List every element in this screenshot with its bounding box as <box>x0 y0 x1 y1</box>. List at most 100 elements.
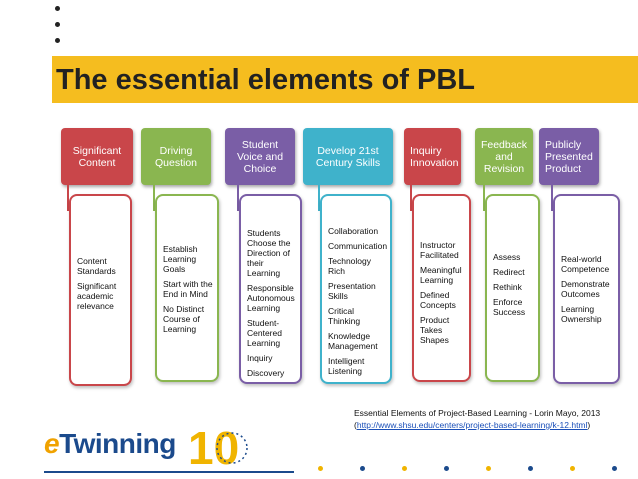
detail-item-line: Enforce <box>493 297 523 307</box>
detail-item-line: Direction of <box>247 248 290 258</box>
header-line: Driving <box>159 144 193 157</box>
decor-dot <box>402 466 407 471</box>
detail-item-line: academic <box>77 291 114 301</box>
etwinning-10-emblem: 10 <box>188 422 248 472</box>
decor-dot <box>318 466 323 471</box>
header-line: Choice <box>243 162 277 175</box>
logo-underline <box>44 471 294 473</box>
bullet-dot <box>55 22 60 27</box>
bullet-dot <box>55 38 60 43</box>
header-line: Develop 21st <box>317 144 379 157</box>
detail-item-line: Learning <box>420 275 454 285</box>
decor-dot <box>444 466 449 471</box>
detail-item-line: Discovery <box>247 368 285 378</box>
citation-link-line: (http://www.shsu.edu/centers/project-bas… <box>354 420 591 430</box>
detail-item-line: Learning <box>247 303 281 313</box>
detail-item: Communication <box>328 241 388 251</box>
header-line: Presented <box>545 150 593 163</box>
decor-dot <box>486 466 491 471</box>
decor-dot <box>360 466 365 471</box>
detail-item-line: Inquiry <box>247 353 273 363</box>
detail-item-line: Centered <box>247 328 282 338</box>
etwinning-logo: eTwinning 10 <box>44 420 294 476</box>
detail-item-line: Critical Thinking <box>328 306 361 326</box>
detail-item-line: Concepts <box>420 300 456 310</box>
detail-item-line: Success <box>493 307 526 317</box>
detail-item-line: Management <box>328 341 378 351</box>
detail-item-line: Collaboration <box>328 226 379 236</box>
detail-item-line: Responsible <box>247 283 294 293</box>
top-bullet-dots <box>55 6 60 54</box>
detail-item-line: Redirect <box>493 267 525 277</box>
detail-item-line: Assess <box>493 252 521 262</box>
detail-item-line: Student- <box>247 318 280 328</box>
detail-item-line: Learning <box>561 304 595 314</box>
detail-item-line: Autonomous <box>247 293 295 303</box>
detail-item-line: their Learning <box>247 258 281 278</box>
header-line: Voice and <box>236 150 284 163</box>
citation: Essential Elements of Project-Based Lear… <box>354 407 600 431</box>
detail-item-line: Defined <box>420 290 450 300</box>
detail-item: Discovery <box>247 368 298 378</box>
detail-item-line: Choose the <box>247 238 291 248</box>
header-line: Significant <box>72 144 122 157</box>
detail-item: Redirect <box>493 267 536 277</box>
detail-item-line: Meaningful <box>420 265 462 275</box>
detail-item-line: No Distinct <box>163 304 205 314</box>
detail-item-line: Standards <box>77 266 116 276</box>
citation-link[interactable]: http://www.shsu.edu/centers/project-base… <box>356 420 588 430</box>
detail-item-line: Learning <box>163 254 197 264</box>
detail-item-line: Instructor <box>420 240 456 250</box>
detail-item-line: Course of <box>163 314 200 324</box>
detail-item-line: Intelligent <box>328 356 365 366</box>
header-line: Question <box>154 156 198 169</box>
decor-dot <box>528 466 533 471</box>
header-line: Content <box>78 156 116 169</box>
decor-dot <box>612 466 617 471</box>
header-line: Inquiry <box>410 144 442 157</box>
header-line: Innovation <box>410 156 459 169</box>
detail-item-line: Listening <box>328 366 363 376</box>
detail-item-line: Competence <box>561 264 610 274</box>
detail-item-line: Technology Rich <box>328 256 372 276</box>
header-line: Century Skills <box>315 156 381 169</box>
detail-item-line: Shapes <box>420 335 449 345</box>
logo-number: 10 <box>188 422 239 472</box>
detail-item-line: Significant <box>77 281 117 291</box>
slide-title: The essential elements of PBL <box>56 64 476 96</box>
decor-dot <box>570 466 575 471</box>
detail-item-line: Goals <box>163 264 186 274</box>
detail-item-line: Outcomes <box>561 289 600 299</box>
detail-item: Technology Rich <box>328 256 388 276</box>
bullet-dot <box>55 6 60 11</box>
title-bar: The essential elements of PBL <box>52 56 638 103</box>
detail-item-line: Product Takes <box>420 315 450 335</box>
detail-item: Critical Thinking <box>328 306 388 326</box>
detail-item-line: Establish <box>163 244 198 254</box>
detail-item-line: Students <box>247 228 281 238</box>
header-line: Student <box>241 138 279 151</box>
